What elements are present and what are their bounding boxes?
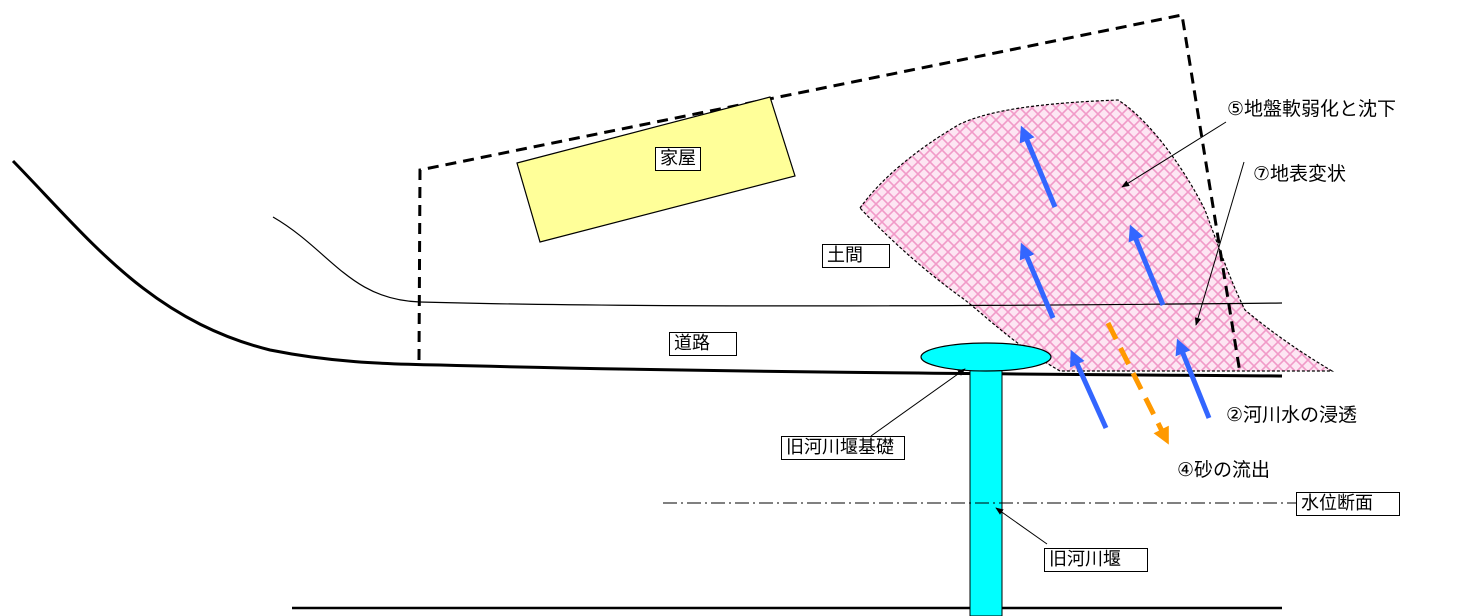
sand-outflow-label: ④砂の流出 [1177,459,1271,481]
old-weir-foundation-label: 旧河川堰基礎 [781,436,905,460]
house-plot-outline [417,13,1242,374]
old-weir-foundation [920,342,1052,372]
seepage-arrow [1175,338,1212,419]
softened-ground-zone [859,99,1335,372]
river-seepage-label: ②河川水の浸透 [1226,404,1358,426]
ground-softening-label: ⑤地盤軟弱化と沈下 [1227,98,1397,120]
seepage-arrow [1019,242,1056,319]
earthen-floor-label: 土間 [822,244,890,268]
seepage-arrow [1019,125,1058,208]
old-weir [969,369,1003,616]
surface-deformation-label: ⑦地表変状 [1253,163,1347,185]
sand-outflow-arrow [1105,321,1169,445]
old-weir-label: 旧河川堰 [1044,548,1148,572]
road-label: 道路 [669,332,737,356]
leader-weir-foundation [870,368,966,437]
water-level-section-label: 水位断面 [1296,492,1400,516]
earthen-floor-line [272,216,1283,307]
leader-ground-softening [1121,121,1227,188]
seepage-arrow [1069,349,1109,430]
seepage-arrow [1128,224,1166,306]
leader-surface-deformation [1194,161,1245,326]
house-label: 家屋 [655,147,701,171]
leader-old-weir [995,507,1048,545]
